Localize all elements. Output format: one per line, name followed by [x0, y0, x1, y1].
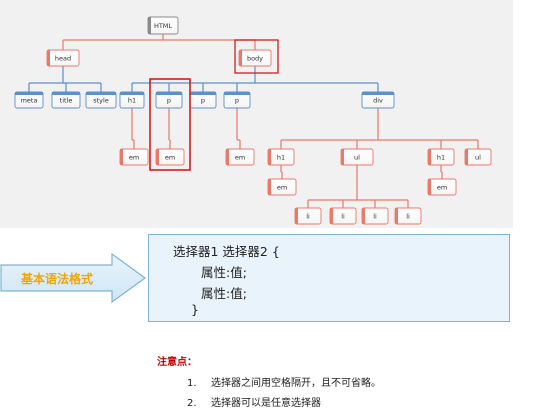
node-label: head [55, 55, 71, 63]
node-label: body [247, 55, 263, 63]
node-li1: li [294, 207, 322, 225]
syntax-line-close-brace: } [191, 302, 199, 317]
node-title: title [51, 91, 81, 109]
node-label: style [93, 97, 109, 105]
node-ul1: ul [340, 148, 374, 166]
node-label: h1 [277, 154, 285, 162]
note-item: 1. 选择器之间用空格隔开，且不可省略。 [187, 374, 381, 389]
node-body: body [238, 49, 272, 67]
node-label: p [167, 97, 171, 105]
arrow-shape: 基本语法格式 [0, 252, 147, 304]
node-em1: em [119, 148, 149, 166]
node-p2: p [189, 91, 217, 109]
note-number: 2. [187, 398, 197, 409]
node-li4: li [394, 207, 422, 225]
node-label: li [406, 213, 410, 221]
node-label: ul [354, 154, 360, 162]
node-head: head [46, 49, 80, 67]
node-p1: p [155, 91, 183, 109]
node-label: li [373, 213, 377, 221]
node-label: em [129, 154, 139, 162]
node-label: li [306, 213, 310, 221]
node-p3: p [223, 91, 251, 109]
node-label: meta [21, 97, 38, 105]
syntax-line-property-1: 属性:值; [201, 265, 247, 280]
note-number: 1. [187, 378, 197, 389]
note-text: 选择器之间用空格隔开，且不可省略。 [211, 378, 381, 389]
node-meta: meta [14, 91, 44, 109]
node-em5: em [427, 178, 457, 196]
node-em4: em [267, 178, 297, 196]
syntax-box: 选择器1 选择器2 { 属性:值; 属性:值; } [148, 234, 510, 322]
node-label: h1 [437, 154, 445, 162]
note-item: 2. 选择器可以是任意选择器 [187, 394, 321, 409]
node-div: div [361, 91, 395, 109]
node-ul2: ul [464, 148, 492, 166]
note-text: 选择器可以是任意选择器 [211, 398, 321, 409]
arrow-label: 基本语法格式 [20, 271, 93, 286]
diagram-background [0, 0, 513, 228]
node-label: em [277, 184, 287, 192]
node-label: em [165, 154, 175, 162]
node-em3: em [225, 148, 255, 166]
node-h1b: h1 [267, 148, 295, 166]
node-h1c: h1 [427, 148, 455, 166]
node-label: p [201, 97, 205, 105]
node-label: div [373, 97, 383, 105]
node-label: ul [475, 154, 481, 162]
syntax-line-property-2: 属性:值; [201, 286, 247, 301]
node-style: style [85, 91, 117, 109]
node-label: title [60, 97, 73, 105]
dom-tree-diagram: HTML head body meta title style h1 p p p div em em em… [0, 0, 513, 228]
node-label: h1 [128, 97, 136, 105]
node-em2: em [155, 148, 185, 166]
node-label: em [437, 184, 447, 192]
node-li2: li [329, 207, 357, 225]
node-label: HTML [154, 22, 172, 30]
node-h1: h1 [119, 91, 145, 109]
node-label: em [235, 154, 245, 162]
node-label: p [235, 97, 239, 105]
highlight-p-em [149, 78, 191, 171]
node-html: HTML [147, 16, 179, 35]
notes-title: 注意点： [157, 357, 197, 368]
node-label: li [341, 213, 345, 221]
node-li3: li [361, 207, 389, 225]
syntax-line-selectors: 选择器1 选择器2 { [173, 244, 280, 259]
highlight-body [234, 39, 279, 74]
